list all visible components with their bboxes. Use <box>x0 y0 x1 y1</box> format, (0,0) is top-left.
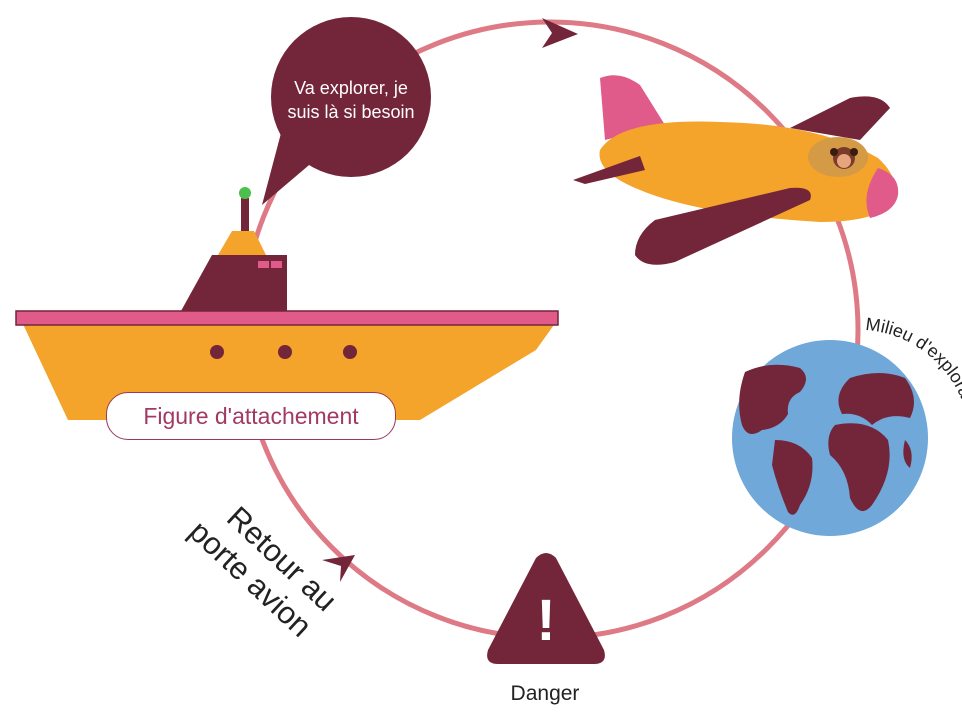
airplane-icon <box>573 75 899 265</box>
return-label: Retour au porte avion <box>183 500 344 644</box>
cycle-arrow-top <box>542 18 578 48</box>
signal-light <box>239 187 251 199</box>
aircraft-carrier-icon <box>15 187 559 420</box>
cycle-arrow-left <box>322 555 355 582</box>
globe-icon <box>732 340 928 536</box>
speech-bubble-text: Va explorer, je suis là si besoin <box>287 78 415 122</box>
speech-bubble <box>262 17 431 205</box>
pilot-avatar <box>830 147 858 169</box>
danger-label: Danger <box>510 682 580 705</box>
attachment-figure-label: Figure d'attachement <box>106 392 396 440</box>
warning-triangle-icon: ! <box>487 553 605 664</box>
danger-symbol: ! <box>536 588 555 653</box>
